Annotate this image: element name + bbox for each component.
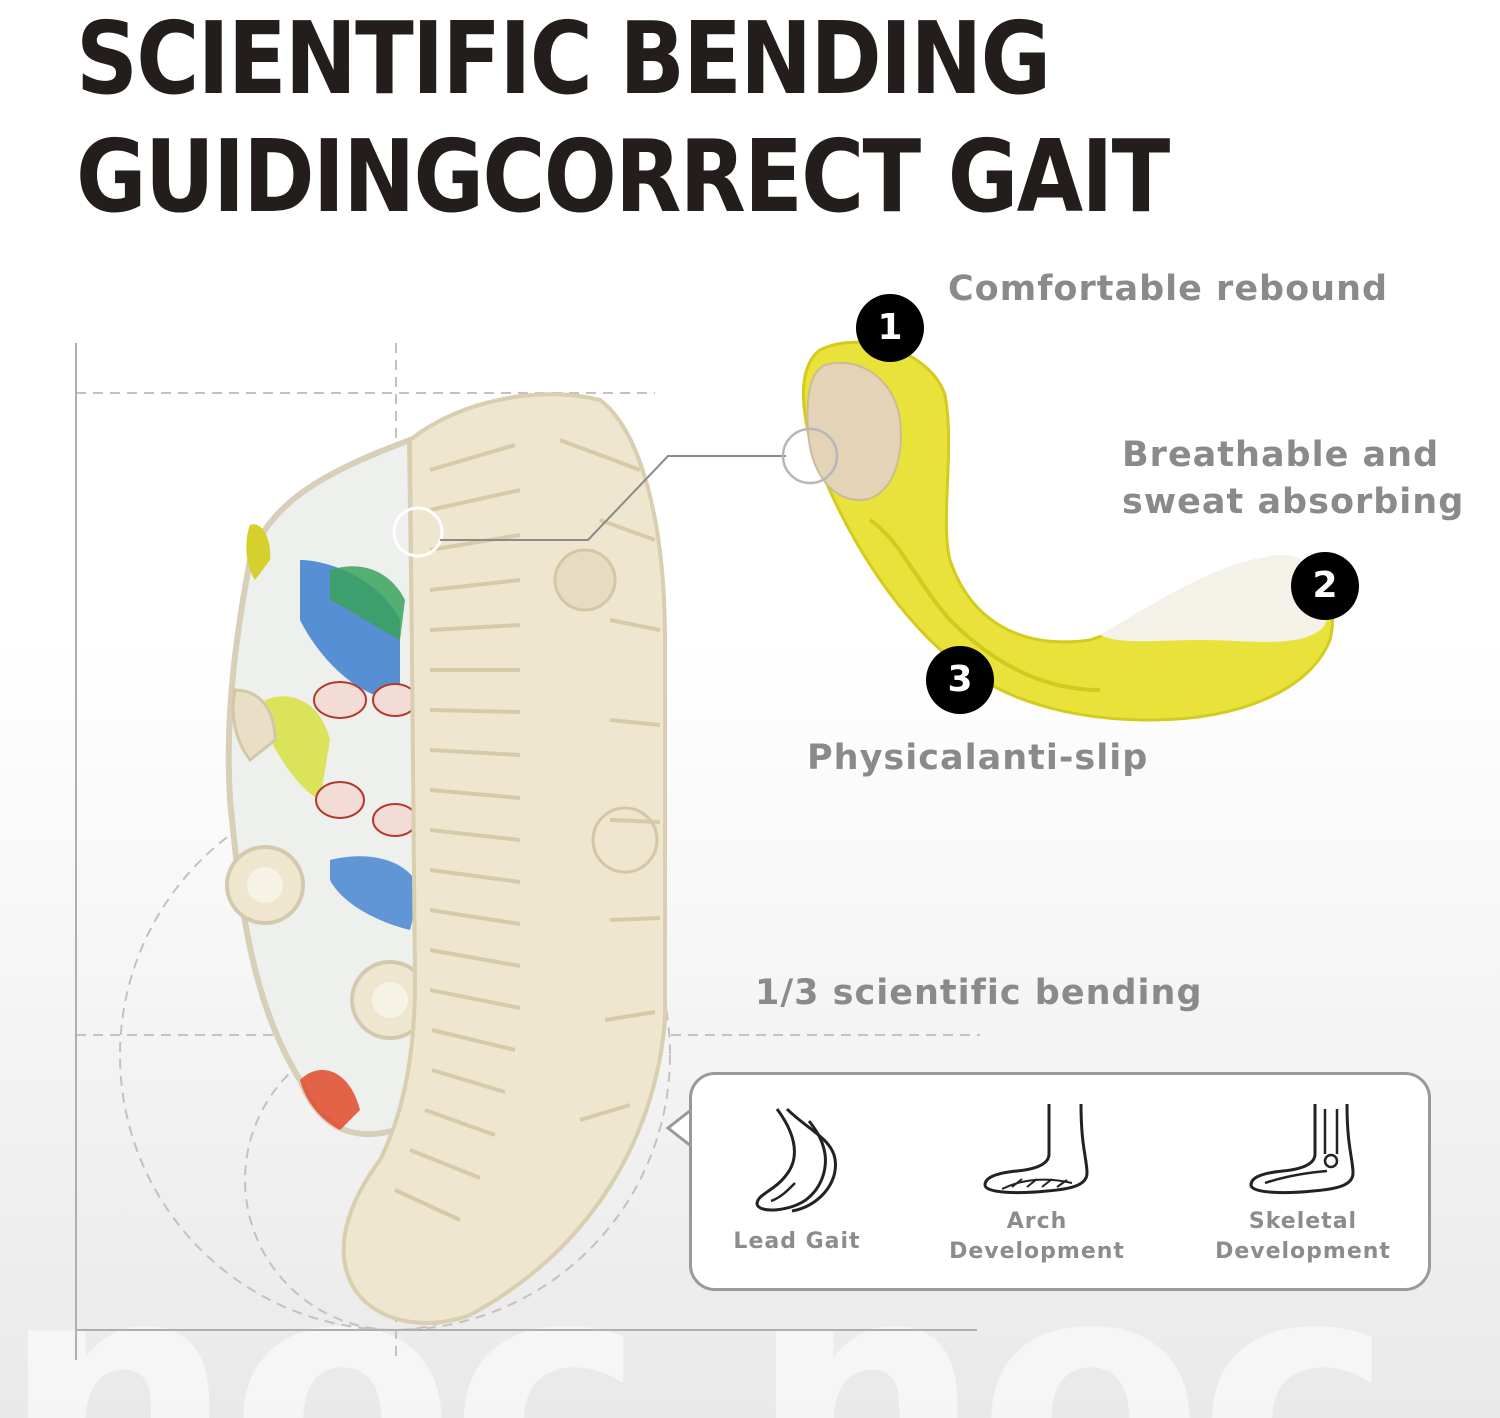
shoe-outsole-character: [591, 806, 659, 874]
bending-label: 1/3 scientific bending: [755, 973, 1203, 1013]
shoe-dots-1: [313, 681, 367, 719]
benefit-label-skeletal: Skeletal Development: [1198, 1207, 1408, 1267]
shoe-outsole-logo: [553, 548, 617, 612]
feature-badge-3: 3: [926, 646, 994, 714]
insole-groove: [868, 518, 1101, 692]
shoe-outsole: [341, 392, 667, 1325]
shoe-heel-collar: [246, 524, 271, 580]
callout-pointer: [665, 1108, 692, 1148]
insole-illustration: [781, 340, 1335, 722]
benefits-callout: Lead Gait Arch Development Skeletal Deve…: [689, 1072, 1431, 1291]
shoe-illustration: [225, 392, 667, 1325]
benefit-label-skeletal-line-1: Skeletal: [1248, 1209, 1358, 1234]
shoe-upper-pattern-red: [300, 1070, 360, 1130]
zoom-marker-insole: [781, 427, 839, 485]
insole-toe-surface: [1100, 555, 1328, 642]
shoe-dial-2-inner: [372, 982, 408, 1018]
zoom-marker-shoe: [392, 506, 444, 558]
headline-line-1: SCIENTIFIC BENDING: [76, 0, 1051, 117]
headline: SCIENTIFIC BENDING GUIDINGCORRECT GAIT: [76, 0, 1170, 236]
benefit-arch-development: Arch Development: [932, 1099, 1142, 1267]
benefit-label-skeletal-line-2: Development: [1215, 1239, 1391, 1264]
feature-badge-2: 2: [1291, 552, 1359, 620]
shoe-dots-4: [372, 803, 418, 837]
shoe-strap: [231, 688, 277, 763]
benefit-label-arch: Arch Development: [932, 1207, 1142, 1267]
benefit-label-lead-gait: Lead Gait: [692, 1227, 902, 1257]
shoe-upper-pattern-blue-2: [330, 856, 420, 930]
axis-lines: [75, 343, 977, 1360]
shoe-upper-pattern-yellow: [265, 696, 330, 800]
benefit-label-arch-line-2: Development: [949, 1239, 1125, 1264]
feature-label-breathable-line-1: Breathable and: [1122, 435, 1440, 475]
shoe-dial-1-inner: [247, 867, 283, 903]
feature-label-breathable: Breathable and sweat absorbing: [1122, 432, 1464, 526]
foot-skeleton-icon: [1249, 1103, 1355, 1195]
benefit-lead-gait: Lead Gait: [692, 1099, 902, 1257]
headline-line-2: GUIDINGCORRECT GAIT: [76, 118, 1170, 235]
insole-heel-pad: [806, 361, 902, 502]
foot-arch-icon: [983, 1103, 1089, 1195]
benefit-label-lead-gait-line-1: Lead Gait: [733, 1229, 861, 1254]
feature-label-anti-slip: Physicalanti-slip: [807, 738, 1149, 778]
feature-label-rebound: Comfortable rebound: [948, 269, 1389, 309]
shoe-outsole-tread: [394, 438, 661, 1222]
benefit-label-arch-line-1: Arch: [1006, 1209, 1068, 1234]
zoom-connector-line: [440, 455, 786, 541]
feature-label-breathable-line-2: sweat absorbing: [1122, 482, 1465, 522]
shoe-upper-pattern-green: [330, 566, 405, 640]
foot-gait-icon: [755, 1107, 837, 1213]
feature-badge-1: 1: [856, 294, 924, 362]
benefit-skeletal-development: Skeletal Development: [1198, 1099, 1408, 1267]
shoe-dots-3: [315, 781, 365, 819]
